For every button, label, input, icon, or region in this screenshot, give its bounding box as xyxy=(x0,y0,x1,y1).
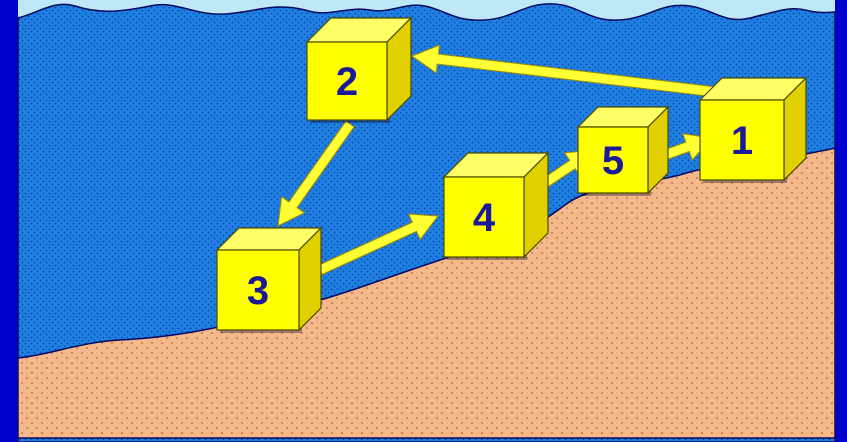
arrows-layer xyxy=(277,44,718,276)
arrow-1-to-2 xyxy=(410,44,718,98)
box-4: 4 xyxy=(442,151,550,260)
box-4-label: 4 xyxy=(473,196,496,240)
boxes-layer: 1 2 3 4 5 xyxy=(215,16,808,333)
arrow-3-to-4 xyxy=(317,213,439,276)
box-5: 5 xyxy=(576,105,670,196)
box-1-label: 1 xyxy=(731,119,753,163)
arrow-2-to-3 xyxy=(277,120,355,227)
box-3-label: 3 xyxy=(247,269,269,313)
box-2-label: 2 xyxy=(336,60,358,104)
box-2: 2 xyxy=(305,16,413,123)
box-1: 1 xyxy=(698,76,808,183)
box-5-label: 5 xyxy=(602,139,624,183)
box-3: 3 xyxy=(215,226,323,333)
